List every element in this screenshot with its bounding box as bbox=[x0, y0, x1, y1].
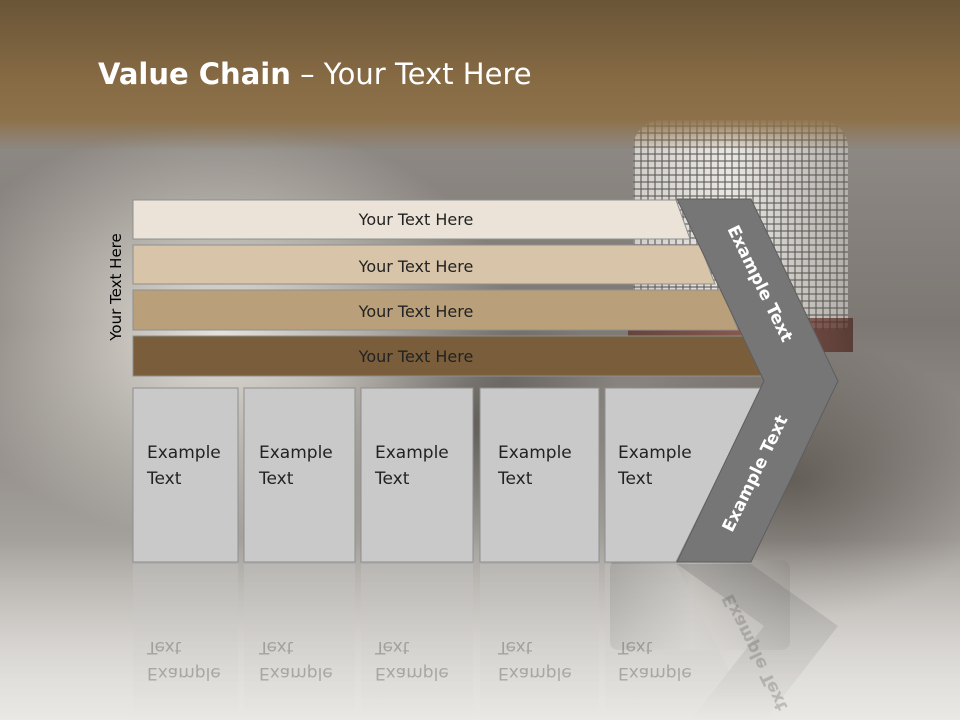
header-band bbox=[0, 0, 960, 150]
bar-3 bbox=[132, 289, 739, 331]
box-2 bbox=[243, 387, 356, 563]
reflection-box-5 bbox=[605, 564, 754, 720]
bar-group: Your Text Here Your Text Here Your Text … bbox=[132, 199, 763, 377]
title-rest: – Your Text Here bbox=[290, 57, 532, 91]
box-5-line1: Example bbox=[618, 443, 692, 463]
box-2-line1: Example bbox=[259, 443, 333, 463]
chevron-shape bbox=[676, 198, 839, 563]
reflection-box-3 bbox=[361, 564, 473, 720]
box-3-line2: Text bbox=[374, 469, 410, 489]
reflection-box-3-line1: Example bbox=[375, 663, 449, 683]
box-1 bbox=[132, 387, 239, 563]
bar-2 bbox=[132, 244, 716, 285]
box-group: Example Text Example Text Example Text E… bbox=[132, 387, 763, 563]
bar-3-label: Your Text Here bbox=[358, 302, 474, 321]
diagram-reflection bbox=[133, 564, 838, 720]
box-3 bbox=[360, 387, 474, 563]
bar-2-label: Your Text Here bbox=[358, 257, 474, 276]
reflection-box-4 bbox=[480, 564, 599, 720]
reflection-box-4-line2: Text bbox=[497, 637, 533, 657]
box-1-line1: Example bbox=[147, 443, 221, 463]
bar-4-label: Your Text Here bbox=[358, 347, 474, 366]
reflection-box-5-line2: Text bbox=[617, 637, 653, 657]
reflection-box-1-line1-b: Example bbox=[147, 663, 221, 683]
reflection-chevron bbox=[677, 564, 838, 720]
box-1-line2: Text bbox=[146, 469, 182, 489]
reflection-box-4-line1: Example bbox=[498, 663, 572, 683]
box-5-line2: Text bbox=[617, 469, 653, 489]
box-4-line2: Text bbox=[497, 469, 533, 489]
reflection-box-3-line2: Text bbox=[374, 637, 410, 657]
box-4 bbox=[479, 387, 600, 563]
box-2-line2: Text bbox=[258, 469, 294, 489]
reflection-box-2-line2: Text bbox=[258, 637, 294, 657]
box-3-line1: Example bbox=[375, 443, 449, 463]
bar-1 bbox=[132, 199, 691, 240]
title-bold: Value Chain bbox=[98, 57, 291, 91]
reflection-box-1-line2: Text bbox=[146, 637, 182, 657]
reflection-box-1 bbox=[133, 564, 238, 720]
box-4-line1: Example bbox=[498, 443, 572, 463]
reflection-box-2 bbox=[244, 564, 355, 720]
reflection-box-2-line1: Example bbox=[259, 663, 333, 683]
box-5 bbox=[604, 387, 763, 563]
slide-title: Value Chain – Your Text Here bbox=[98, 54, 532, 94]
reflection-box-5-line1: Example bbox=[618, 663, 692, 683]
bar-1-label: Your Text Here bbox=[358, 210, 474, 229]
